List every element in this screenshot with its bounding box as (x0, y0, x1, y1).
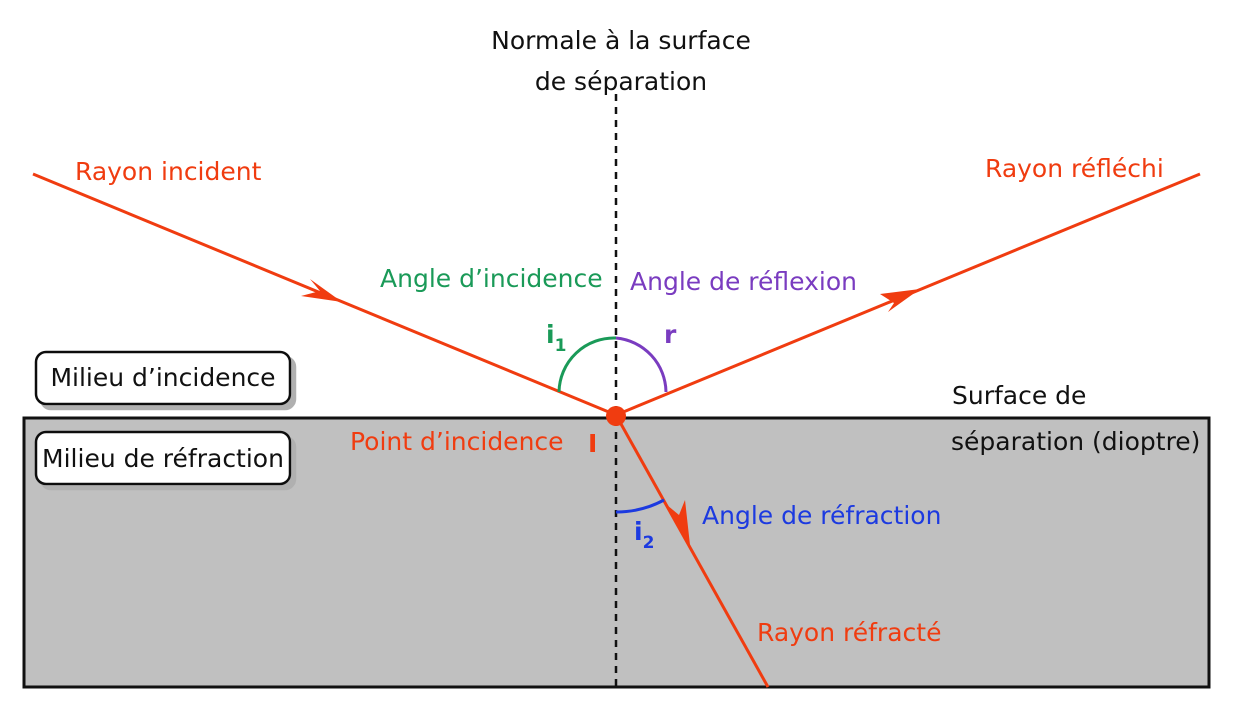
normal-label-line1: Normale à la surface (491, 26, 751, 55)
reflection-angle-label: Angle de réflexion (630, 267, 857, 296)
refracted-ray (614, 414, 770, 688)
refracted-ray-arrowhead (667, 500, 690, 545)
r-symbol: r (664, 320, 677, 349)
surface-label-line2: séparation (dioptre) (951, 427, 1200, 456)
i2-symbol: i2 (634, 517, 654, 553)
incidence-point-label: Point d’incidence (350, 427, 564, 456)
surface-label-line1: Surface de (952, 381, 1086, 410)
medium-refraction-label: Milieu de réfraction (42, 444, 284, 473)
incidence-angle-label: Angle d’incidence (380, 264, 603, 293)
medium-incidence-label: Milieu d’incidence (50, 363, 275, 392)
incidence-point-symbol: I (588, 429, 597, 458)
incidence-point-dot (606, 406, 626, 426)
incidence-angle-arc (557, 336, 617, 393)
reflection-angle-arc (615, 336, 668, 393)
medium-incidence-box (34, 350, 292, 406)
i1-symbol: i1 (546, 320, 566, 356)
incident-ray-arrowhead (301, 279, 342, 302)
refraction-angle-arc (615, 498, 665, 514)
medium-refraction-box (34, 430, 292, 486)
incident-ray-label: Rayon incident (75, 157, 262, 186)
reflected-ray-arrowhead (880, 289, 920, 312)
normal-label-line2: de séparation (535, 67, 707, 96)
refraction-angle-label: Angle de réfraction (702, 501, 941, 530)
reflected-ray-label: Rayon réfléchi (985, 154, 1164, 183)
refracted-ray-label: Rayon réfracté (757, 618, 941, 647)
